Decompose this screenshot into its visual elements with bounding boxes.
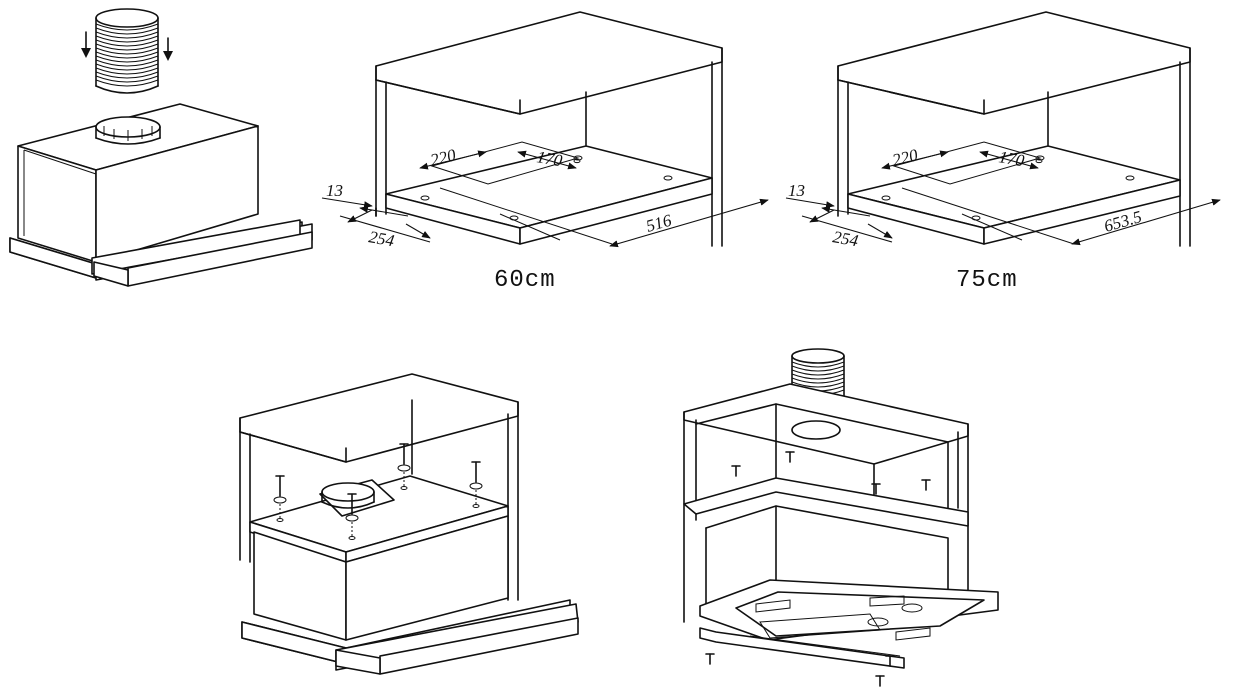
hood-with-duct-drawing [9, 8, 313, 287]
dim-13-label: 13 [788, 181, 805, 200]
screw-icon [871, 483, 881, 495]
dim-width-label: 516 [644, 210, 674, 235]
fan-grille-icon [867, 617, 889, 627]
duct-cutout-outline [430, 141, 580, 185]
hood-mounting-drawing [239, 373, 579, 675]
duct-hole [791, 420, 841, 440]
flexible-duct [95, 8, 159, 94]
screw-icon [469, 461, 483, 508]
mounting-screws [705, 451, 931, 687]
screw-icon [345, 493, 359, 540]
down-arrow-icon [81, 31, 173, 61]
screw-icon [731, 465, 741, 477]
screw-icon [875, 675, 885, 687]
duct-collar [319, 479, 395, 517]
screw-icon [885, 655, 895, 667]
screw-icon [705, 653, 715, 665]
dim-170-label: 170 [997, 147, 1026, 170]
screw-icon [921, 479, 931, 491]
dim-254-label: 254 [367, 227, 396, 250]
mounting-screws [273, 443, 483, 540]
cabinet-60cm-caption: 60cm [494, 267, 556, 294]
dim-220-label: 220 [890, 145, 920, 170]
dim-13-label: 13 [326, 181, 343, 200]
dim-254-label: 254 [831, 227, 860, 250]
dimension-lines [785, 150, 1221, 246]
dim-220-label: 220 [428, 145, 458, 170]
screw-icon [397, 443, 411, 490]
hood-body [9, 103, 313, 287]
dim-170-label: 170 [535, 147, 564, 170]
cabinet-shell [375, 11, 723, 247]
dimension-lines [321, 150, 769, 248]
cabinet-75cm-caption: 75cm [956, 267, 1018, 294]
cabinet-75cm-drawing: 220 170 13 254 653.5 75cm [785, 11, 1221, 294]
screw-icon [273, 475, 287, 522]
screw-icon [785, 451, 795, 463]
duct-cutout-outline [892, 141, 1042, 185]
cabinet-60cm-drawing: 220 170 13 254 516 60cm [321, 11, 769, 294]
hood-install-from-below-drawing [683, 348, 999, 687]
fan-grille-icon [901, 603, 923, 613]
